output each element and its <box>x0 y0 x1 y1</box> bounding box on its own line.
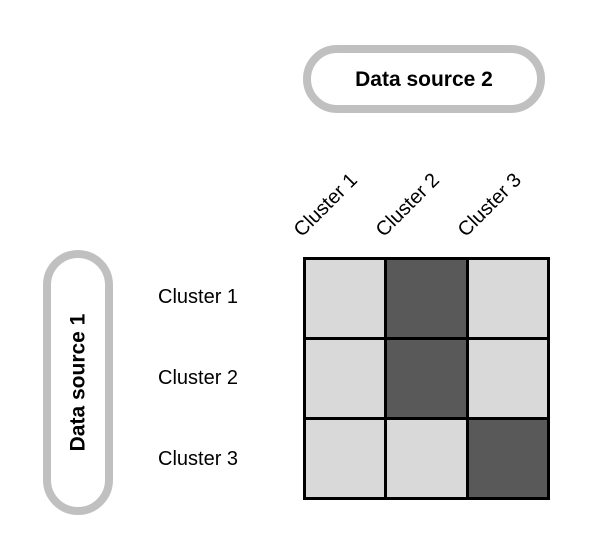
col-label-cluster-2: Cluster 2 <box>371 169 444 242</box>
data-source-1-label: Data source 1 <box>66 313 90 452</box>
row-label-cluster-2: Cluster 2 <box>158 367 239 389</box>
data-source-1-badge: Data source 1 <box>43 250 113 515</box>
matrix-cell-r3-c3 <box>468 420 547 497</box>
matrix-cell-r3-c2 <box>387 420 466 497</box>
col-label-cluster-3: Cluster 3 <box>453 169 526 242</box>
matrix-cell-r1-c1 <box>306 260 385 337</box>
matrix-cell-r2-c2 <box>387 340 466 417</box>
row-label-cluster-3: Cluster 3 <box>158 448 239 470</box>
data-source-2-badge: Data source 2 <box>303 45 545 113</box>
data-source-2-label: Data source 2 <box>355 67 493 91</box>
col-label-cluster-1: Cluster 1 <box>289 169 362 242</box>
matrix-cell-r1-c3 <box>468 260 547 337</box>
matrix-cell-r2-c3 <box>468 340 547 417</box>
matrix-cell-r3-c1 <box>306 420 385 497</box>
matrix-grid <box>303 257 550 500</box>
row-label-cluster-1: Cluster 1 <box>158 286 239 308</box>
matrix-cell-r1-c2 <box>387 260 466 337</box>
matrix-cell-r2-c1 <box>306 340 385 417</box>
